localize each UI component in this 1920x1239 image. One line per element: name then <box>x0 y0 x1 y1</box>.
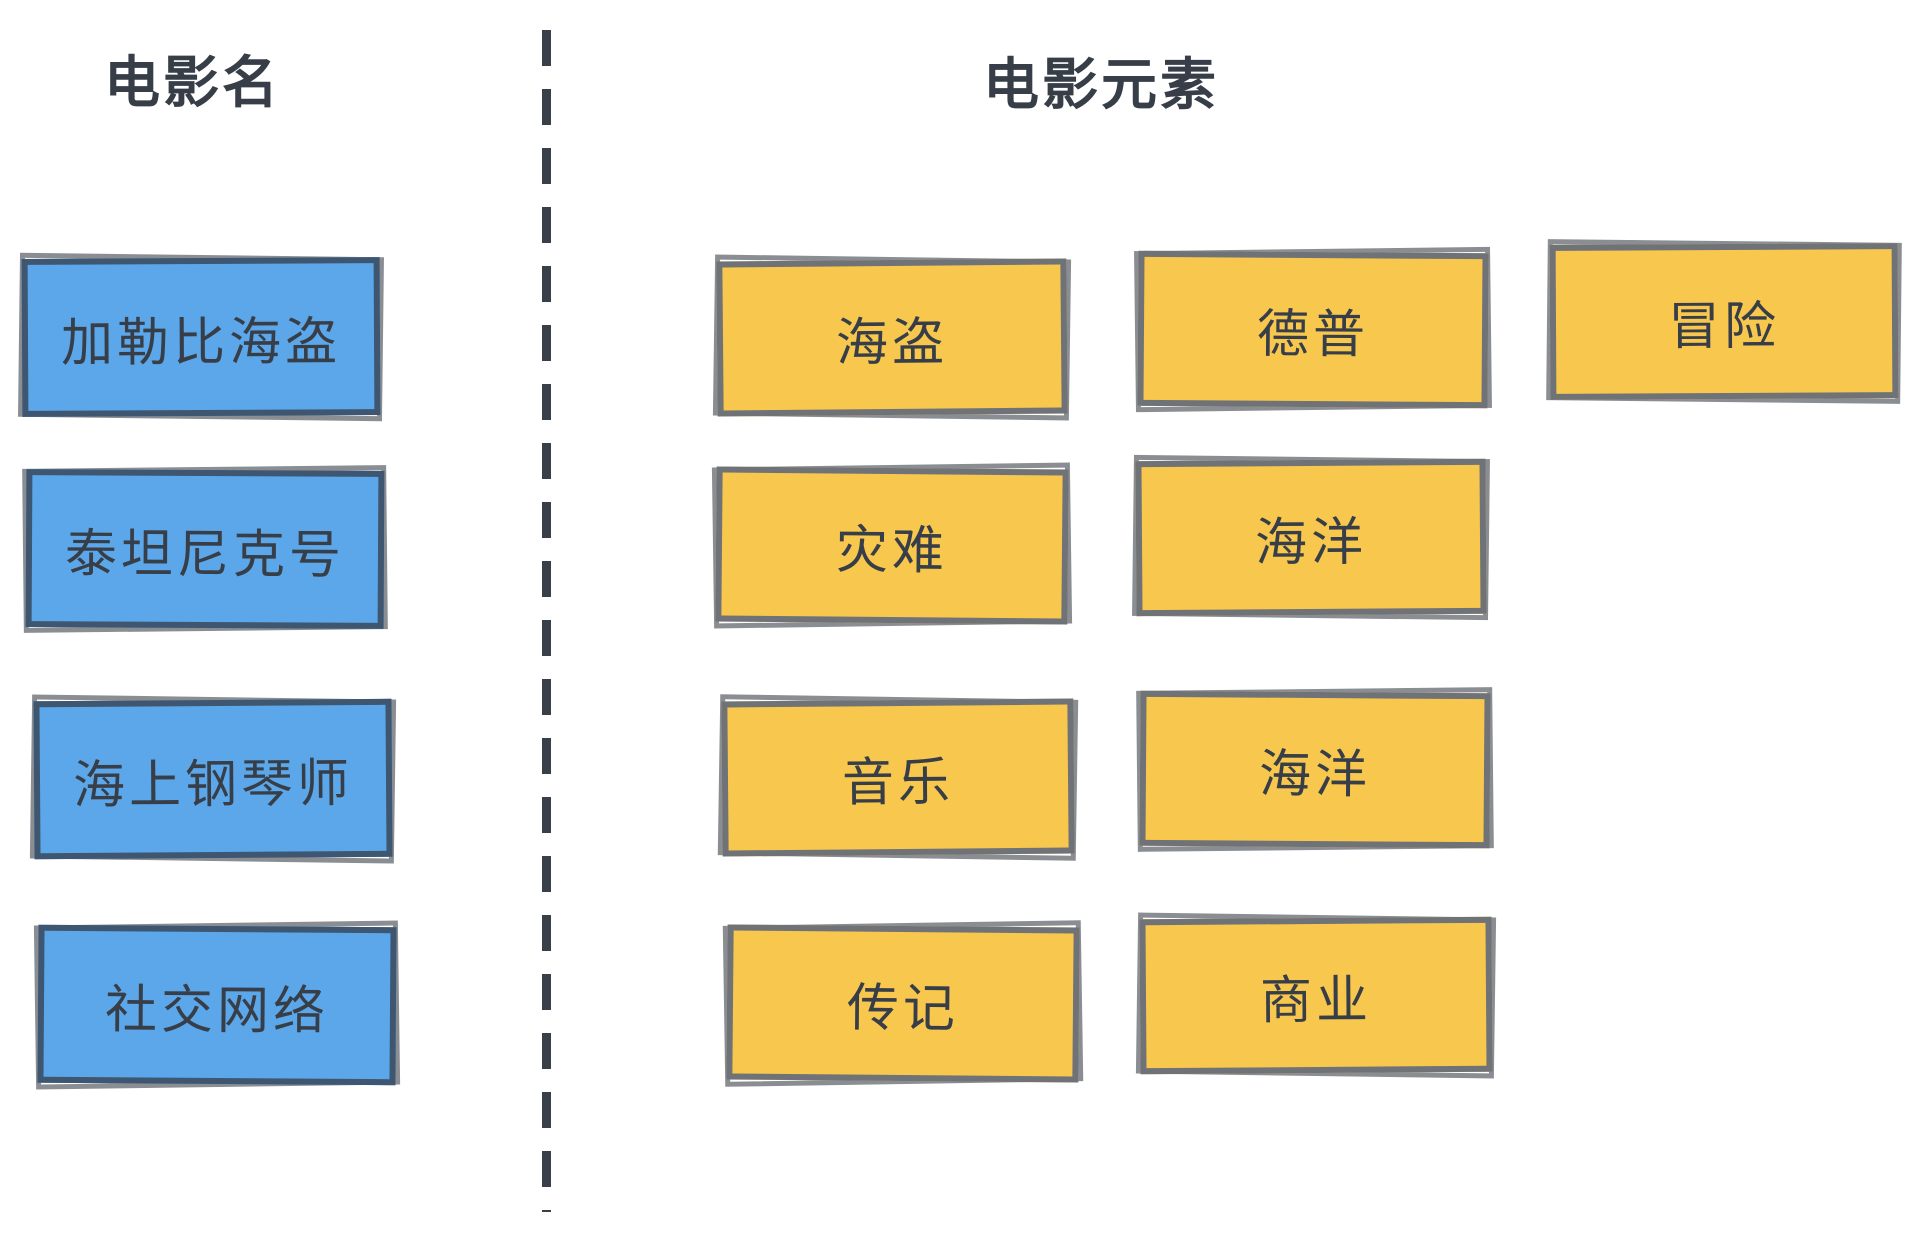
movie-box-pirates-of-the-caribbean[interactable]: 加勒比海盗 <box>18 252 384 422</box>
card-face: 冒险 <box>1549 243 1899 400</box>
element-box-label: 海盗 <box>835 313 949 373</box>
movie-box-label: 海上钢琴师 <box>72 754 354 815</box>
element-box-business[interactable]: 商业 <box>1135 912 1497 1079</box>
movie-box-label: 泰坦尼克号 <box>64 524 346 585</box>
movie-box-legend-of-1900[interactable]: 海上钢琴师 <box>29 694 397 864</box>
element-box-biography[interactable]: 传记 <box>722 920 1084 1087</box>
element-box-label: 海洋 <box>1254 513 1368 573</box>
movie-box-social-network[interactable]: 社交网络 <box>33 920 401 1090</box>
element-box-label: 海洋 <box>1258 745 1372 805</box>
element-box-label: 德普 <box>1256 305 1370 365</box>
card-face: 海盗 <box>716 258 1068 417</box>
card-face: 社交网络 <box>37 924 397 1086</box>
element-box-ocean[interactable]: 海洋 <box>1132 454 1490 621</box>
card-face: 商业 <box>1139 916 1493 1075</box>
movie-box-titanic[interactable]: 泰坦尼克号 <box>22 465 388 633</box>
element-box-label: 音乐 <box>841 753 955 813</box>
movie-box-label: 社交网络 <box>104 980 330 1041</box>
element-box-adventure[interactable]: 冒险 <box>1546 239 1902 404</box>
dashed-divider <box>542 30 551 1212</box>
card-face: 加勒比海盗 <box>21 257 381 417</box>
card-face: 海洋 <box>1139 690 1491 849</box>
movie-box-label: 加勒比海盗 <box>60 312 342 373</box>
card-face: 德普 <box>1137 250 1489 409</box>
element-box-depp[interactable]: 德普 <box>1134 246 1492 413</box>
card-face: 海上钢琴师 <box>33 698 393 860</box>
card-face: 音乐 <box>721 698 1075 857</box>
card-face: 灾难 <box>715 466 1069 625</box>
card-face: 传记 <box>726 924 1080 1083</box>
right-column-title: 电影元素 <box>983 53 1219 116</box>
element-box-label: 灾难 <box>835 521 949 581</box>
element-box-music[interactable]: 音乐 <box>717 694 1079 861</box>
element-box-label: 传记 <box>846 979 960 1039</box>
card-face: 海洋 <box>1135 458 1487 617</box>
element-box-disaster[interactable]: 灾难 <box>711 462 1073 629</box>
element-box-label: 冒险 <box>1667 297 1781 357</box>
element-box-pirate[interactable]: 海盗 <box>712 254 1072 421</box>
element-box-ocean-2[interactable]: 海洋 <box>1136 687 1494 852</box>
card-face: 泰坦尼克号 <box>25 469 385 629</box>
left-column-title: 电影名 <box>104 51 281 114</box>
element-box-label: 商业 <box>1259 971 1373 1031</box>
